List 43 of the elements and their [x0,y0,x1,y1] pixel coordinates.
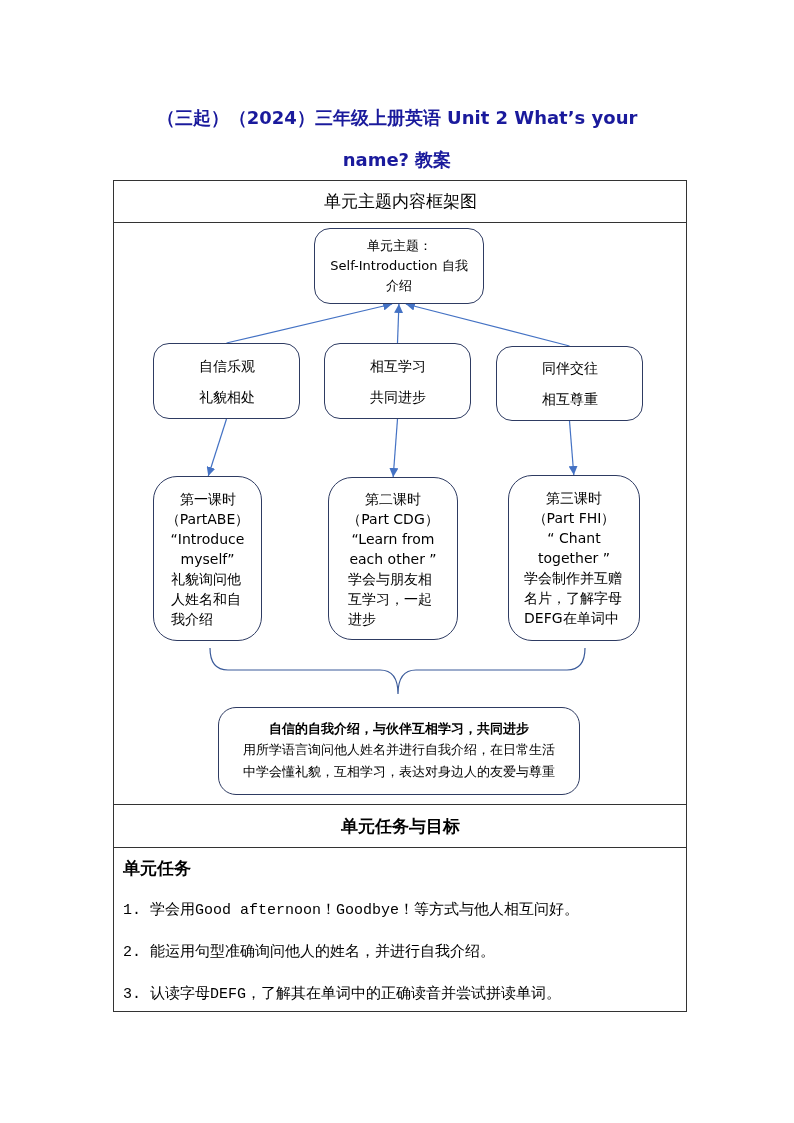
lesson-box [508,475,640,641]
part-label: （Part CDG） [347,509,439,529]
lesson-description: 学会制作并互赠名片，了解字母DEFG在单词中 [524,569,623,628]
summary-text: 用所学语言询问他人姓名并进行自我介绍，在日常生活中学会懂礼貌，互相学习，表达对身边人的友爱与尊重 [242,741,556,781]
lesson-box [328,477,458,640]
lesson-topic: “ Chant together ” [537,529,611,568]
part-label: （PartABE） [165,509,250,529]
arrow [206,418,228,477]
box-heading: 单元主题： [366,237,432,255]
box-text: 相互学习 [369,356,426,376]
list-item: 3. 认读字母DEFG，了解其在单词中的正确读音并尝试拼读单词。 [123,984,561,1005]
topic-box [314,228,484,304]
section-heading: 单元任务与目标 [340,815,460,837]
arrow [568,420,578,476]
subsection-heading: 单元任务 [123,857,191,880]
lesson-description: 礼貌询问他人姓名和自我介绍 [170,569,242,629]
summary-heading: 自信的自我介绍，与伙伴互相学习，共同进步 [269,720,529,738]
list-item: 1. 学会用Good afternoon！Goodbye！等方式与他人相互问好。 [123,900,580,921]
box-text: Self-Introduction 自我介绍 [329,257,469,295]
box-text: 礼貌相处 [198,387,255,407]
lesson-description: 学会与朋友相互学习，一起进步 [348,569,433,629]
value-box [496,346,643,421]
lesson-box [153,476,262,641]
document-title: （三起）（2024）三年级上册英语 Unit 2 What’s your name? 教案 [155,106,639,172]
lesson-topic: “Introduce myself” [170,529,245,569]
box-text: 自信乐观 [198,356,255,376]
lesson-title: 第一课时 [179,489,236,509]
box-text: 共同进步 [369,387,426,407]
lesson-topic: “Learn from each other ” [348,529,438,569]
list-item: 2. 能运用句型准确询问他人的姓名，并进行自我介绍。 [123,942,495,963]
value-box [324,343,471,419]
lesson-title: 第三课时 [546,489,602,508]
lesson-title: 第二课时 [365,489,421,509]
arrow [394,303,404,344]
summary-box [218,707,580,795]
arrow [389,418,399,478]
arrow [405,301,571,347]
value-box [153,343,300,419]
part-label: （Part FHI） [532,509,616,528]
box-text: 相互尊重 [541,390,598,409]
box-text: 同伴交往 [541,359,598,378]
section-heading: 单元主题内容框架图 [323,190,477,212]
arrow [225,301,393,344]
